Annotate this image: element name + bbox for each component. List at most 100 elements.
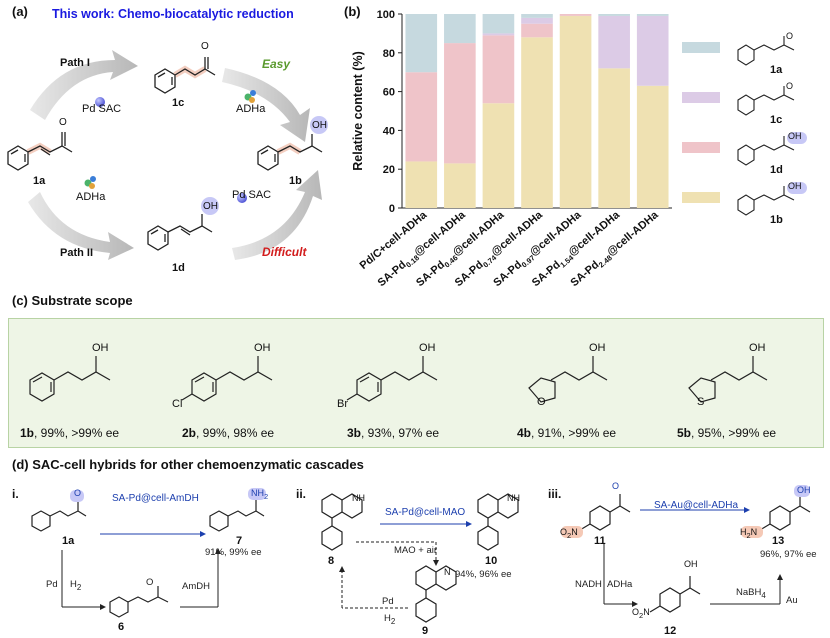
- cascade-iii-oh2: OH: [684, 559, 698, 569]
- substrate-oh: OH: [749, 342, 766, 354]
- legend-molecule-icon: [737, 182, 807, 216]
- y-tick-label: 100: [377, 9, 395, 21]
- cascade-i-amdh: AmDH: [182, 581, 210, 592]
- compound-1c: 1c: [172, 97, 185, 109]
- cascade-iii-nabh4: NaBH4: [736, 587, 766, 600]
- y-tick-label: 20: [383, 164, 395, 176]
- cascade-ii-pd: Pd: [382, 596, 394, 607]
- bar-segment-1c: [521, 17, 553, 24]
- legend-code: 1d: [770, 164, 783, 176]
- bar-segment-1b: [482, 103, 515, 208]
- bar-segment-1a: [636, 14, 669, 16]
- legend-molecule-icon: [737, 132, 807, 166]
- legend-atom: OH: [788, 181, 802, 191]
- cascade-iii-adha: ADHa: [607, 579, 633, 590]
- substrate-oh: OH: [92, 342, 109, 354]
- substrate-scope-box: [8, 318, 824, 448]
- cascade-i-pd: Pd: [46, 579, 58, 590]
- atom-oh-1b: OH: [312, 120, 327, 131]
- substrate-oh: OH: [254, 342, 271, 354]
- adha-label-1: ADHa: [236, 103, 266, 115]
- difficult-label: Difficult: [262, 245, 307, 259]
- cascade-i-7: 7: [236, 535, 243, 547]
- legend-item-1c: O 1c: [682, 80, 827, 126]
- bar-segment-1d: [559, 14, 592, 16]
- bar-segment-1b: [559, 15, 592, 208]
- y-tick-label: 80: [383, 48, 395, 60]
- path-2-label: Path II: [60, 247, 94, 259]
- legend-swatch: [682, 192, 720, 203]
- cascade-i-result: 91%, 99% ee: [205, 547, 262, 558]
- adha-label-2: ADHa: [76, 191, 106, 203]
- cascade-i-catalyst: SA-Pd@cell-AmDH: [112, 493, 199, 504]
- atom-o-1a: O: [59, 117, 67, 128]
- bar-segment-1c: [636, 15, 669, 86]
- y-tick-label: 40: [383, 125, 395, 137]
- cascade-ii-nh2: NH: [507, 493, 520, 503]
- y-tick-label: 60: [383, 87, 395, 99]
- bar-segment-1d: [444, 43, 476, 164]
- cascade-ii-catalyst: SA-Pd@cell-MAO: [385, 507, 466, 518]
- substrate-caption: 3b, 93%, 97% ee: [347, 426, 440, 440]
- substrate-heteroatom: O: [537, 396, 546, 408]
- bar-segment-1a: [405, 14, 438, 73]
- adha-enzyme-icon-2: [84, 176, 96, 189]
- cascade-i-1a: 1a: [62, 535, 75, 547]
- cascade-iii-scheme: [561, 485, 811, 613]
- atom-o-1c: O: [201, 41, 209, 52]
- cascade-ii-nh1: NH: [352, 493, 365, 503]
- molecule-1c: [154, 57, 216, 94]
- x-tick-label: Pd/C+cell-ADHa: [358, 209, 430, 272]
- cascade-iii-result: 96%, 97% ee: [760, 549, 817, 560]
- substrate-caption: 2b, 99%, 98% ee: [182, 426, 275, 440]
- bar-segment-1b: [636, 85, 669, 208]
- cascade-iii-11: 11: [594, 535, 606, 547]
- path1-arrow-left: [30, 50, 138, 120]
- panel-c-label: (c) Substrate scope: [12, 293, 133, 308]
- cascade-iii-13: 13: [772, 535, 785, 547]
- cascade-iii-number: iii.: [548, 487, 562, 501]
- substrate-heteroatom: Cl: [172, 398, 183, 410]
- legend-code: 1a: [770, 64, 783, 76]
- substrate-oh: OH: [419, 342, 436, 354]
- cascade-i-number: i.: [12, 487, 19, 501]
- cascade-ii-mao: MAO + air: [394, 545, 438, 556]
- legend-atom: O: [786, 31, 794, 41]
- substrate-structure: [29, 356, 111, 402]
- panel-d-label: (d) SAC-cell hybrids for other chemoenzy…: [12, 457, 364, 472]
- cascade-i-o1: O: [74, 488, 82, 498]
- path1-arrow-right: [222, 68, 310, 142]
- substrate-caption: 4b, 91%, >99% ee: [517, 426, 617, 440]
- compound-1b: 1b: [289, 175, 302, 187]
- compound-1a: 1a: [33, 175, 46, 187]
- y-axis-label: Relative content (%): [351, 51, 365, 170]
- cascade-iii-o2n-1: O2N: [560, 527, 578, 540]
- cascade-iii-12: 12: [664, 625, 677, 637]
- substrate-structure: [688, 356, 768, 403]
- panel-a-title: This work: Chemo-biocatalytic reduction: [52, 7, 294, 21]
- cascade-ii-scheme: [321, 493, 519, 623]
- bar-segment-1d: [405, 72, 438, 162]
- legend-code: 1c: [770, 114, 783, 126]
- bar-segment-1a: [482, 14, 515, 34]
- pd-sac-ball-2: [237, 193, 247, 203]
- cascade-ii-number: ii.: [296, 487, 307, 501]
- substrate-caption: 5b, 95%, >99% ee: [677, 426, 777, 440]
- legend-molecule-icon: [737, 36, 795, 66]
- cascade-iii-o: O: [612, 481, 620, 491]
- panel-a-scheme: [7, 50, 328, 260]
- path2-arrow-left: [28, 192, 134, 260]
- legend-atom: O: [786, 81, 794, 91]
- adha-enzyme-icon-1: [244, 90, 256, 103]
- substrate-caption: 1b, 99%, >99% ee: [20, 426, 120, 440]
- cascade-ii-n: N: [444, 567, 451, 577]
- substrate-structure: [528, 356, 608, 403]
- legend-molecule-icon: [737, 86, 795, 116]
- substrate-2b: OH Cl 2b, 99%, 98% ee: [172, 318, 338, 448]
